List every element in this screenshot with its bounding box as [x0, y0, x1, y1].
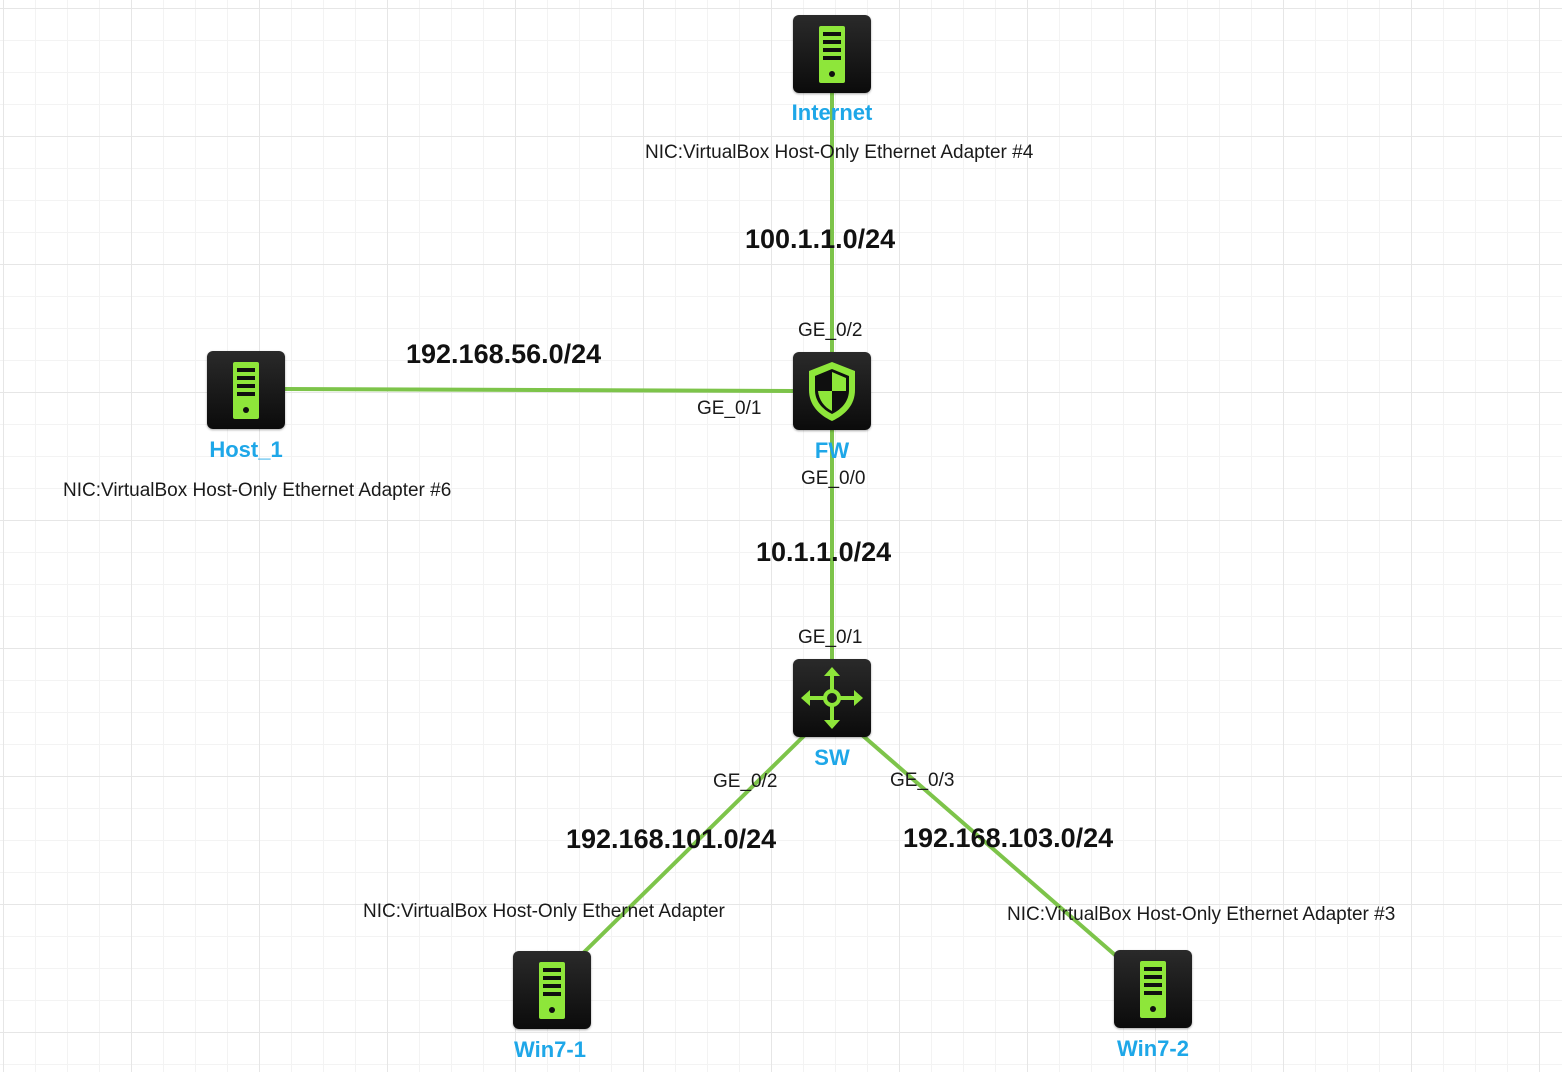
server-icon — [1140, 961, 1166, 1018]
subnet-label-sw-win71: 192.168.101.0/24 — [566, 824, 777, 854]
port-label-sw-ge01: GE_0/1 — [798, 627, 863, 648]
port-label-sw-ge02: GE_0/2 — [713, 771, 778, 792]
port-label-fw-ge01: GE_0/1 — [697, 398, 762, 419]
subnet-label-internet-fw: 100.1.1.0/24 — [745, 224, 896, 254]
win71-label: Win7-1 — [514, 1037, 586, 1062]
firewall-shield-icon — [809, 362, 855, 421]
host1-label: Host_1 — [209, 437, 283, 462]
internet-nic-label: NIC:VirtualBox Host-Only Ethernet Adapte… — [645, 142, 1034, 163]
sw-label: SW — [814, 745, 850, 770]
server-icon — [819, 26, 845, 83]
fw-label: FW — [814, 438, 850, 463]
win71-nic-label: NIC:VirtualBox Host-Only Ethernet Adapte… — [363, 901, 725, 922]
win72-device[interactable] — [1114, 950, 1192, 1028]
server-icon — [539, 962, 565, 1019]
subnet-label-fw-sw: 10.1.1.0/24 — [756, 537, 892, 567]
link-sw-win72[interactable] — [852, 726, 1132, 970]
win71-device[interactable] — [513, 951, 591, 1029]
win72-label: Win7-2 — [1117, 1036, 1189, 1061]
subnet-label-host1-fw: 192.168.56.0/24 — [406, 339, 602, 369]
switch-arrows-icon — [801, 667, 863, 729]
port-label-sw-ge03: GE_0/3 — [890, 770, 955, 791]
sw-device[interactable] — [793, 659, 871, 737]
server-icon — [233, 362, 259, 419]
fw-device[interactable] — [793, 352, 871, 430]
internet-device[interactable] — [793, 15, 871, 93]
host1-nic-label: NIC:VirtualBox Host-Only Ethernet Adapte… — [63, 480, 452, 501]
subnet-label-sw-win72: 192.168.103.0/24 — [903, 823, 1114, 853]
win72-nic-label: NIC:VirtualBox Host-Only Ethernet Adapte… — [1007, 904, 1396, 925]
host1-device[interactable] — [207, 351, 285, 429]
port-label-fw-ge00: GE_0/0 — [801, 468, 866, 489]
internet-label: Internet — [791, 100, 873, 125]
link-host1-fw[interactable] — [283, 387, 796, 393]
link-sw-win71[interactable] — [566, 726, 814, 970]
port-label-fw-ge02: GE_0/2 — [798, 320, 863, 341]
